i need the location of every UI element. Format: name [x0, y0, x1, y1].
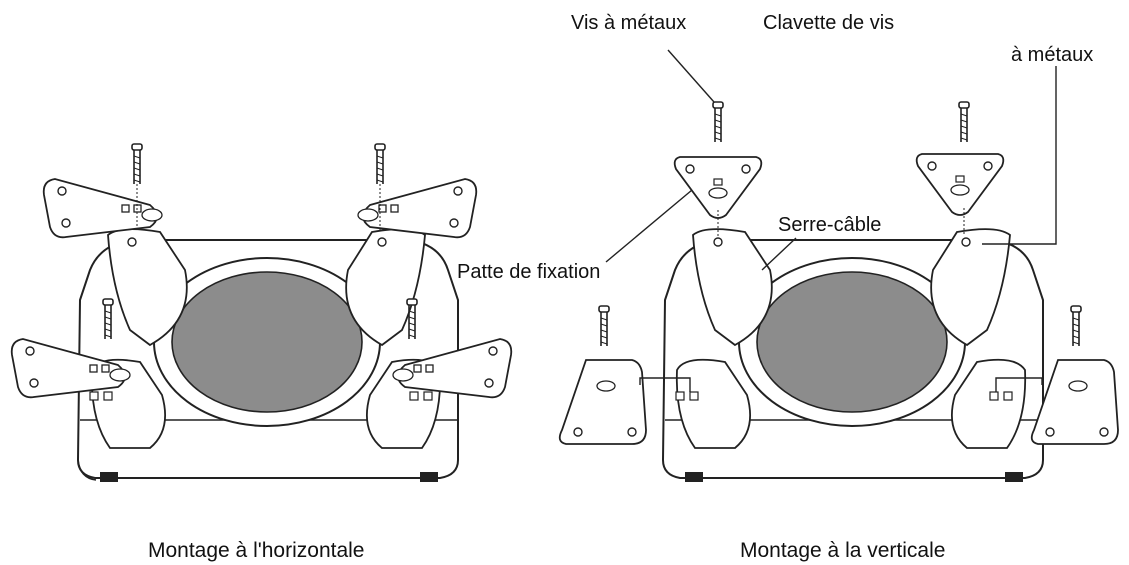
caption-vertical: Montage à la verticale — [740, 539, 946, 562]
leader-vis-metaux — [667, 49, 715, 103]
leader-serre-cable — [761, 237, 797, 271]
label-vis-metaux: Vis à métaux — [571, 12, 687, 34]
vertical-mount-illustration — [558, 101, 1119, 482]
label-patte-fixation: Patte de fixation — [457, 261, 601, 283]
caption-horizontal: Montage à l'horizontale — [148, 539, 365, 562]
label-a-metaux: à métaux — [1011, 44, 1094, 66]
leader-a-metaux — [982, 66, 1057, 245]
label-serre-cable: Serre-câble — [778, 214, 882, 236]
horizontal-mount-illustration — [10, 143, 513, 482]
leader-lines — [605, 49, 1057, 271]
label-clavette-vis: Clavette de vis — [763, 12, 895, 34]
leader-patte-fixation — [605, 189, 693, 263]
